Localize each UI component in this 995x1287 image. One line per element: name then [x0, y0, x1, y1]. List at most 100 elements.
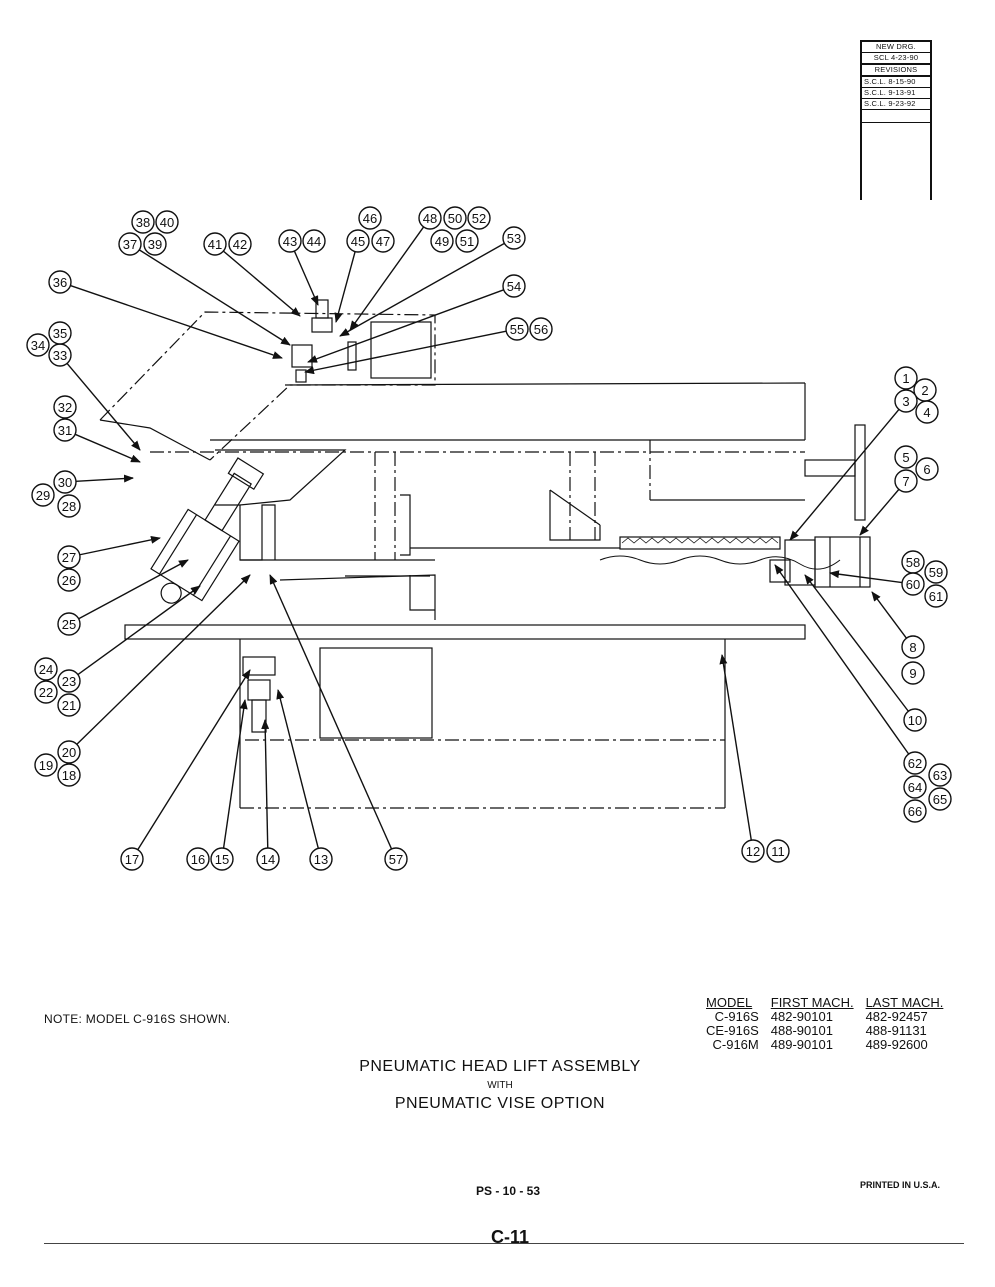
callout-number: 63 [933, 768, 947, 783]
callout-balloon: 55 [505, 317, 529, 341]
callout-balloon: 42 [228, 232, 252, 256]
callout-number: 6 [923, 462, 930, 477]
leader-line [804, 574, 909, 712]
leader-line [74, 433, 141, 463]
leader-line [222, 699, 248, 849]
callout-balloon: 16 [186, 847, 210, 871]
callout-number: 7 [902, 474, 909, 489]
callout-number: 20 [62, 745, 76, 760]
callout-balloon: 7 [894, 469, 918, 493]
footer-rule [44, 1243, 964, 1244]
callout-number: 43 [283, 234, 297, 249]
revision-block: NEW DRG. SCL 4-23-90 REVISIONS S.C.L. 8-… [860, 40, 932, 200]
leader-line [276, 689, 319, 849]
callout-number: 5 [902, 450, 909, 465]
revisions-header: REVISIONS [862, 65, 930, 77]
callout-balloon: 62 [903, 751, 927, 775]
drawing-title-line2: WITH [487, 1080, 513, 1091]
page-number: C-11 [490, 1227, 530, 1247]
drawing-title-line3: PNEUMATIC VISE OPTION [394, 1095, 606, 1112]
callout-number: 48 [423, 211, 437, 226]
callout-balloon: 19 [34, 753, 58, 777]
callout-balloon: 53 [502, 226, 526, 250]
leader-line [261, 719, 270, 849]
leader-line [307, 289, 504, 363]
callout-balloon: 54 [502, 274, 526, 298]
callout-number: 55 [510, 322, 524, 337]
revision-entry: S.C.L. 8-15-90 [862, 77, 930, 88]
callout-balloon: 43 [278, 229, 302, 253]
revision-entry: S.C.L. 9-23-92 [862, 99, 930, 110]
leader-line [78, 559, 189, 620]
leader-line [138, 249, 291, 346]
callout-number: 66 [908, 804, 922, 819]
callout-balloon: 63 [928, 763, 952, 787]
callout-number: 36 [53, 275, 67, 290]
table-cell: 488-91131 [865, 1023, 927, 1038]
callout-number: 34 [31, 338, 45, 353]
callout-number: 44 [307, 234, 321, 249]
leader-line [66, 362, 141, 451]
callout-number: 22 [39, 685, 53, 700]
column-header: MODEL [706, 995, 753, 1010]
leader-line [871, 591, 907, 639]
callout-balloon: 22 [34, 680, 58, 704]
callout-balloon: 29 [31, 483, 55, 507]
callout-number: 30 [58, 475, 72, 490]
callout-number: 12 [746, 844, 760, 859]
table-header-row: MODEL FIRST MACH. LAST MACH. [700, 996, 949, 1010]
callout-number: 33 [53, 348, 67, 363]
callout-balloon: 6 [915, 457, 939, 481]
callout-number: 59 [929, 565, 943, 580]
machine-outline [99, 299, 871, 809]
callout-number: 50 [448, 211, 462, 226]
callout-balloon: 49 [430, 229, 454, 253]
callout-number: 16 [191, 852, 205, 867]
callout-balloon: 45 [346, 229, 370, 253]
callout-balloon: 58 [901, 550, 925, 574]
callout-balloon: 33 [48, 343, 72, 367]
callout-balloon: 60 [901, 572, 925, 596]
callout-balloon: 8 [901, 635, 925, 659]
callout-balloon: 1 [894, 366, 918, 390]
callout-balloon: 27 [57, 545, 81, 569]
callout-number: 10 [908, 713, 922, 728]
callout-number: 39 [148, 237, 162, 252]
callout-number: 56 [534, 322, 548, 337]
leader-line [70, 284, 283, 359]
callout-balloon: 36 [48, 270, 72, 294]
leader-line [269, 574, 393, 850]
callout-number: 21 [62, 698, 76, 713]
callout-balloon: 9 [901, 661, 925, 685]
leader-line [859, 488, 900, 536]
callout-balloon: 2 [913, 378, 937, 402]
callout-number: 60 [906, 577, 920, 592]
leader-line [77, 585, 201, 676]
callout-number: 4 [923, 405, 930, 420]
leader-line [339, 242, 505, 337]
callout-balloon: 40 [155, 210, 179, 234]
callout-number: 42 [233, 237, 247, 252]
table-cell: 482-92457 [865, 1009, 928, 1024]
callout-number: 17 [125, 852, 139, 867]
leader-line [334, 251, 356, 323]
callout-number: 26 [62, 573, 76, 588]
callout-balloon: 10 [903, 708, 927, 732]
callout-number: 24 [39, 662, 53, 677]
table-row: C-916S 482-90101 482-92457 [700, 1010, 949, 1024]
callout-balloon: 52 [467, 206, 491, 230]
callout-balloon: 31 [53, 418, 77, 442]
assembly-drawing: 1234567891011121314151617181920212223242… [26, 206, 952, 871]
revision-blank-row [862, 110, 930, 123]
table-cell: 488-90101 [770, 1023, 833, 1038]
revision-entry: S.C.L. 9-13-91 [862, 88, 930, 99]
callout-number: 27 [62, 550, 76, 565]
callout-balloon: 46 [358, 206, 382, 230]
callout-balloon: 41 [203, 232, 227, 256]
callout-number: 65 [933, 792, 947, 807]
callout-balloon: 56 [529, 317, 553, 341]
callout-balloon: 14 [256, 847, 280, 871]
leader-line [304, 330, 507, 375]
callout-balloon: 20 [57, 740, 81, 764]
